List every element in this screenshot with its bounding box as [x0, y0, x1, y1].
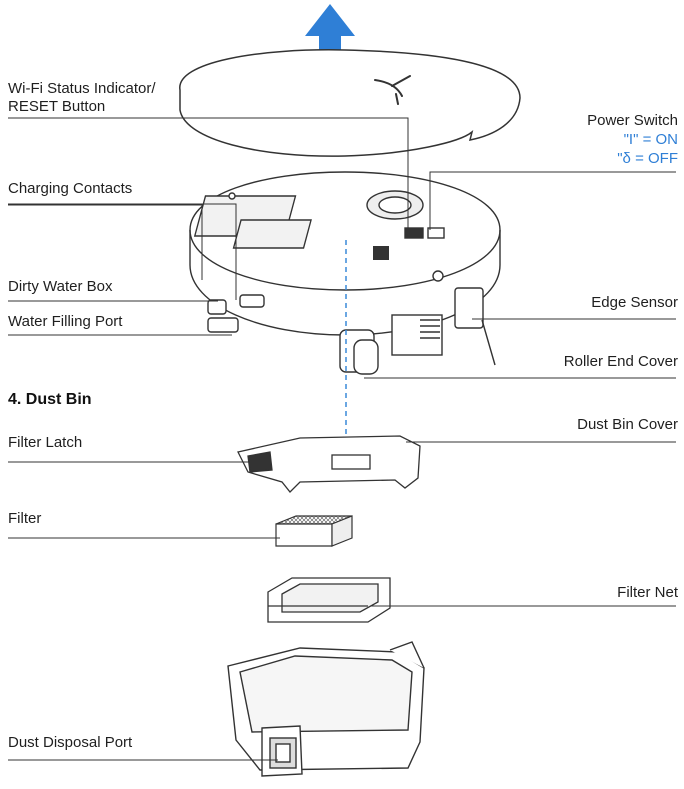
label-filter-latch: Filter Latch	[8, 434, 83, 451]
section-title: 4. Dust Bin	[8, 391, 92, 408]
label-power-on: "I" = ON	[623, 131, 678, 148]
label-roller-end-cover: Roller End Cover	[563, 353, 678, 370]
dust-bin-body	[227, 641, 425, 777]
filter-net-part	[267, 577, 391, 623]
label-wifi-status: Wi-Fi Status Indicator/	[8, 80, 156, 97]
label-charging-contacts: Charging Contacts	[8, 180, 133, 197]
label-filter: Filter	[8, 510, 42, 527]
filter-part	[275, 515, 353, 547]
label-dust-bin-cover: Dust Bin Cover	[577, 416, 678, 433]
leader-lines	[8, 117, 676, 761]
top-cover	[179, 49, 521, 157]
robot-body	[189, 171, 501, 375]
dust-bin-cover-part	[237, 435, 421, 493]
label-edge-sensor: Edge Sensor	[591, 294, 678, 311]
label-power-switch: Power Switch	[587, 112, 678, 129]
label-dirty-water-box: Dirty Water Box	[8, 278, 113, 295]
label-reset-button: RESET Button	[8, 98, 106, 115]
label-power-off: "δ = OFF	[617, 150, 678, 167]
label-filter-net: Filter Net	[617, 584, 678, 601]
label-water-filling-port: Water Filling Port	[8, 313, 123, 330]
label-dust-disposal-port: Dust Disposal Port	[8, 734, 133, 751]
